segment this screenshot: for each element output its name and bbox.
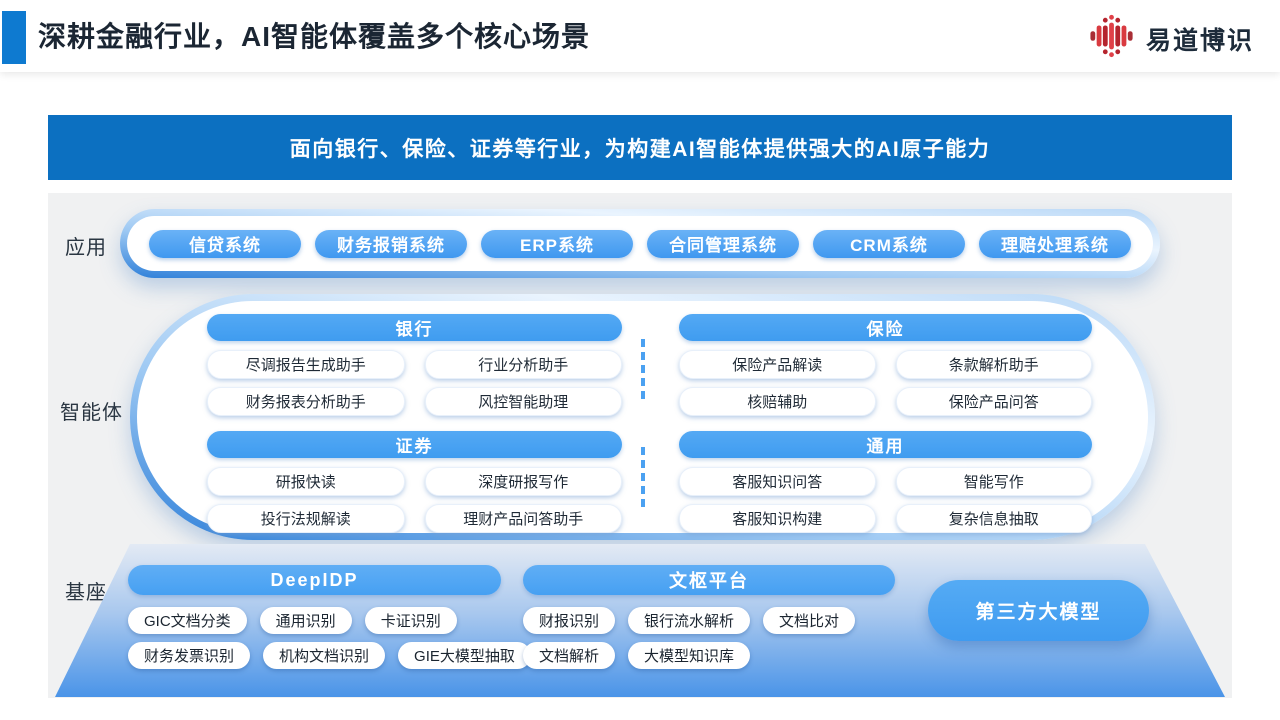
third-party-llm-pill: 第三方大模型: [928, 580, 1149, 641]
agent-group-securities: 证券 研报快读 深度研报写作 投行法规解读 理财产品问答助手: [207, 431, 622, 533]
waveform-logo-icon: [1089, 12, 1135, 65]
agent-group-bank: 银行 尽调报告生成助手 行业分析助手 财务报表分析助手 风控智能助理: [207, 314, 622, 416]
agents-layer-container: 银行 尽调报告生成助手 行业分析助手 财务报表分析助手 风控智能助理 保险 保险…: [130, 294, 1155, 540]
title-accent-bar: [2, 11, 26, 64]
layer-label-agents: 智能体: [60, 402, 123, 424]
app-system-pill: 合同管理系统: [647, 229, 799, 258]
agent-group-general: 通用 客服知识问答 智能写作 客服知识构建 复杂信息抽取: [679, 431, 1092, 533]
base-platform-title: DeepIDP: [128, 565, 501, 595]
agent-item-pill: 保险产品解读: [679, 350, 876, 379]
base-platform-title: 文枢平台: [523, 565, 895, 595]
agent-item-pill: 投行法规解读: [207, 504, 405, 533]
base-capability-pill: 银行流水解析: [628, 607, 751, 634]
base-capability-row: 文档解析 大模型知识库: [523, 642, 895, 669]
base-layer-trapezoid: DeepIDP GIC文档分类 通用识别 卡证识别 财务发票识别 机构文档识别 …: [55, 544, 1225, 697]
app-system-pill: ERP系统: [481, 229, 633, 258]
agent-item-pill: 客服知识问答: [679, 467, 876, 496]
layer-label-base: 基座: [65, 582, 107, 604]
agent-items: 客服知识问答 智能写作 客服知识构建 复杂信息抽取: [679, 467, 1092, 533]
agent-item-pill: 研报快读: [207, 467, 405, 496]
layer-label-application: 应用: [65, 237, 107, 259]
base-capability-pill: 财务发票识别: [128, 642, 251, 669]
page-title: 深耕金融行业，AI智能体覆盖多个核心场景: [38, 21, 591, 52]
base-platform-deepidp: DeepIDP GIC文档分类 通用识别 卡证识别 财务发票识别 机构文档识别 …: [128, 565, 531, 669]
base-capability-pill: 卡证识别: [364, 607, 457, 634]
agents-layer-inner: 银行 尽调报告生成助手 行业分析助手 财务报表分析助手 风控智能助理 保险 保险…: [137, 301, 1148, 533]
base-capability-row: 财务发票识别 机构文档识别 GIE大模型抽取: [128, 642, 531, 669]
title-bar: 深耕金融行业，AI智能体覆盖多个核心场景: [0, 0, 1280, 72]
agent-item-pill: 智能写作: [895, 467, 1092, 496]
base-capability-pill: 大模型知识库: [628, 642, 751, 669]
base-capability-pill: GIE大模型抽取: [398, 642, 531, 669]
agent-items: 保险产品解读 条款解析助手 核赔辅助 保险产品问答: [679, 350, 1092, 416]
dashed-divider: [641, 447, 645, 507]
agent-item-pill: 条款解析助手: [895, 350, 1092, 379]
agent-item-pill: 行业分析助手: [424, 350, 622, 379]
subtitle-banner-text: 面向银行、保险、证券等行业，为构建AI智能体提供强大的AI原子能力: [289, 137, 991, 161]
agent-item-pill: 理财产品问答助手: [424, 504, 622, 533]
agent-group-title: 保险: [679, 314, 1092, 341]
dashed-divider: [641, 339, 645, 399]
base-capability-pill: 财报识别: [523, 607, 616, 634]
agent-item-pill: 尽调报告生成助手: [207, 350, 405, 379]
base-platform-wenshu: 文枢平台 财报识别 银行流水解析 文档比对 文档解析 大模型知识库: [523, 565, 895, 669]
base-capability-pill: 通用识别: [259, 607, 352, 634]
agent-group-title: 通用: [679, 431, 1092, 458]
app-system-pill: 财务报销系统: [315, 229, 467, 258]
base-capability-pill: GIC文档分类: [128, 607, 247, 634]
base-capability-pill: 机构文档识别: [263, 642, 386, 669]
agent-item-pill: 客服知识构建: [679, 504, 876, 533]
agent-item-pill: 核赔辅助: [679, 387, 876, 416]
agents-grid: 银行 尽调报告生成助手 行业分析助手 财务报表分析助手 风控智能助理 保险 保险…: [137, 301, 1148, 533]
agent-group-insurance: 保险 保险产品解读 条款解析助手 核赔辅助 保险产品问答: [679, 314, 1092, 416]
agent-item-pill: 复杂信息抽取: [895, 504, 1092, 533]
agent-item-pill: 风控智能助理: [424, 387, 622, 416]
agent-item-pill: 深度研报写作: [424, 467, 622, 496]
agent-items: 研报快读 深度研报写作 投行法规解读 理财产品问答助手: [207, 467, 622, 533]
company-logo: 易道博识: [1089, 12, 1254, 65]
app-system-pill: CRM系统: [813, 229, 965, 258]
content-panel: 应用 智能体 基座 信贷系统 财务报销系统 ERP系统 合同管理系统 CRM系统…: [48, 193, 1232, 698]
base-capability-row: 财报识别 银行流水解析 文档比对: [523, 607, 895, 634]
application-layer-container: 信贷系统 财务报销系统 ERP系统 合同管理系统 CRM系统 理赔处理系统: [120, 209, 1160, 278]
base-capability-pill: 文档解析: [523, 642, 616, 669]
base-capability-row: GIC文档分类 通用识别 卡证识别: [128, 607, 501, 634]
base-capability-pill: 文档比对: [763, 607, 856, 634]
agent-group-title: 证券: [207, 431, 622, 458]
app-system-pill: 理赔处理系统: [979, 229, 1131, 258]
company-logo-text: 易道博识: [1145, 26, 1254, 55]
agent-item-pill: 保险产品问答: [895, 387, 1092, 416]
agent-group-title: 银行: [207, 314, 622, 341]
application-layer-inner: 信贷系统 财务报销系统 ERP系统 合同管理系统 CRM系统 理赔处理系统: [127, 216, 1153, 271]
agent-items: 尽调报告生成助手 行业分析助手 财务报表分析助手 风控智能助理: [207, 350, 622, 416]
subtitle-banner: 面向银行、保险、证券等行业，为构建AI智能体提供强大的AI原子能力: [48, 115, 1232, 180]
app-system-pill: 信贷系统: [149, 229, 301, 258]
agent-item-pill: 财务报表分析助手: [207, 387, 405, 416]
